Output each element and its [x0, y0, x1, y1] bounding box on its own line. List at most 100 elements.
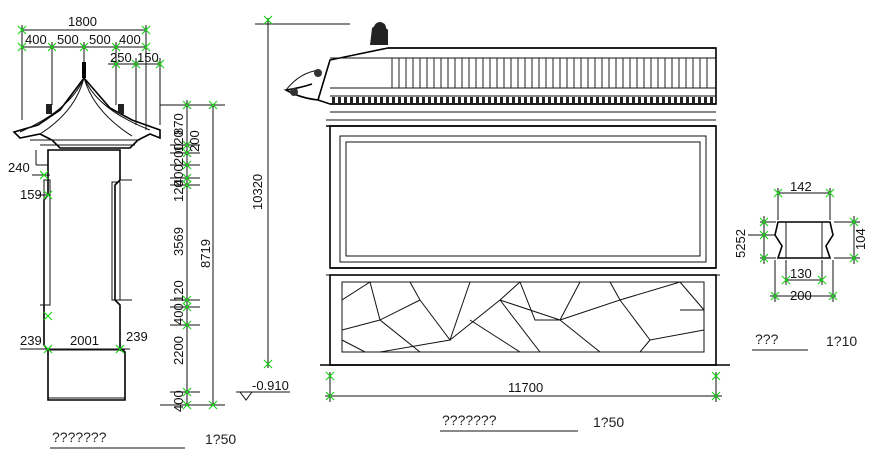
- rafter-end: [422, 97, 425, 103]
- dim-120-low: 120: [171, 280, 186, 302]
- rafter-end: [476, 97, 479, 103]
- rafter-end: [626, 97, 629, 103]
- rafter-end: [578, 97, 581, 103]
- rafter-end: [710, 97, 713, 103]
- rafter-end: [368, 97, 371, 103]
- rafter-end: [446, 97, 449, 103]
- rafter-end: [512, 97, 515, 103]
- dim-400-left: 400: [25, 32, 47, 47]
- dim-400-lower: 400: [171, 303, 186, 325]
- rafter-end: [536, 97, 539, 103]
- rafter-end: [392, 97, 395, 103]
- elevation-drawing: 10320: [236, 15, 730, 432]
- rafter-end: [560, 97, 563, 103]
- rafter-end: [632, 97, 635, 103]
- detail-title: ???: [755, 331, 779, 347]
- rafter-end: [668, 97, 671, 103]
- rafter-end: [638, 97, 641, 103]
- dim-400-right: 400: [119, 32, 141, 47]
- rafter-end: [650, 97, 653, 103]
- rafter-end: [488, 97, 491, 103]
- section-drawing: 1800 400 500 500 400 250 150: [8, 14, 236, 449]
- elevation-stone-base: [320, 274, 730, 366]
- rafter-end: [704, 97, 707, 103]
- rafter-end: [338, 97, 341, 103]
- rafter-end: [362, 97, 365, 103]
- rafter-end: [416, 97, 419, 103]
- section-scale: 1?50: [205, 431, 236, 447]
- dim-1800: 1800: [68, 14, 97, 29]
- dim-870: 870: [171, 113, 186, 135]
- rafter-end: [470, 97, 473, 103]
- rafter-end: [464, 97, 467, 103]
- rafter-end: [524, 97, 527, 103]
- rafter-end: [608, 97, 611, 103]
- rafter-end: [410, 97, 413, 103]
- rafter-end: [680, 97, 683, 103]
- dim-2200: 2200: [171, 336, 186, 365]
- elevation-title-block: ??????? 1?50: [440, 412, 624, 432]
- left-dimensions: 240 159 239 2001 239: [8, 160, 148, 354]
- rafter-end: [698, 97, 701, 103]
- detail-scale: 1?10: [826, 333, 857, 349]
- dim-10320: 10320: [250, 174, 265, 210]
- rafter-end: [602, 97, 605, 103]
- section-title: ???????: [52, 429, 107, 445]
- dim-120-top: 120: [171, 130, 186, 152]
- rafter-end: [614, 97, 617, 103]
- elevation-width-dimension: 11700: [325, 371, 722, 402]
- rafter-end: [596, 97, 599, 103]
- dim-130: 130: [790, 266, 812, 281]
- level-value: -0.910: [252, 378, 289, 393]
- rafter-end: [584, 97, 587, 103]
- dim-120-mid: 120: [171, 180, 186, 202]
- rafter-end: [662, 97, 665, 103]
- dim-5252: 5252: [733, 229, 748, 258]
- dim-3569: 3569: [171, 227, 186, 256]
- rafter-end: [686, 97, 689, 103]
- dim-200: 200: [790, 288, 812, 303]
- rafter-end: [344, 97, 347, 103]
- rafter-end: [656, 97, 659, 103]
- rafter-end: [590, 97, 593, 103]
- wall-section-body: [35, 149, 132, 401]
- dim-159: 159: [20, 187, 42, 202]
- dim-240: 240: [8, 160, 30, 175]
- rafter-end: [482, 97, 485, 103]
- dim-239-left: 239: [20, 333, 42, 348]
- detail-title-block: ??? 1?10: [752, 331, 857, 351]
- detail-drawing: 142 5252 104 130 200 ??? 1?10: [733, 179, 868, 351]
- level-marker: -0.910: [236, 378, 290, 401]
- dim-400-base: 400: [171, 390, 186, 412]
- section-title-block: ??????? 1?50: [50, 429, 236, 449]
- rafter-end: [500, 97, 503, 103]
- dim-400-upper: 400: [171, 164, 186, 186]
- elevation-panel: [326, 125, 720, 276]
- right-dimensions: 870 120 200 200 400 120 3569 120 400 220…: [160, 100, 225, 412]
- elevation-scale: 1?50: [593, 414, 624, 430]
- rafter-end: [428, 97, 431, 103]
- rafter-end: [674, 97, 677, 103]
- rafter-end: [620, 97, 623, 103]
- dim-150: 150: [137, 50, 159, 65]
- dim-250: 250: [110, 50, 132, 65]
- rafter-end: [494, 97, 497, 103]
- rafter-end: [440, 97, 443, 103]
- dim-500-right: 500: [89, 32, 111, 47]
- elevation-title: ???????: [442, 412, 497, 428]
- rafter-end: [530, 97, 533, 103]
- detail-dimensions: 142 5252 104 130 200: [733, 179, 868, 303]
- top-dimensions: 1800 400 500 500 400 250 150: [17, 14, 165, 130]
- dim-500-left: 500: [57, 32, 79, 47]
- rafter-end: [458, 97, 461, 103]
- dim-2001: 2001: [70, 333, 99, 348]
- rafter-end: [548, 97, 551, 103]
- dim-11700: 11700: [508, 380, 543, 395]
- dim-104: 104: [853, 228, 868, 250]
- elevation-roof: [283, 22, 717, 127]
- elevation-height-dimension: 10320: [250, 15, 350, 369]
- rafter-end: [356, 97, 359, 103]
- roof-tiles: [332, 58, 713, 103]
- rafter-end: [332, 97, 335, 103]
